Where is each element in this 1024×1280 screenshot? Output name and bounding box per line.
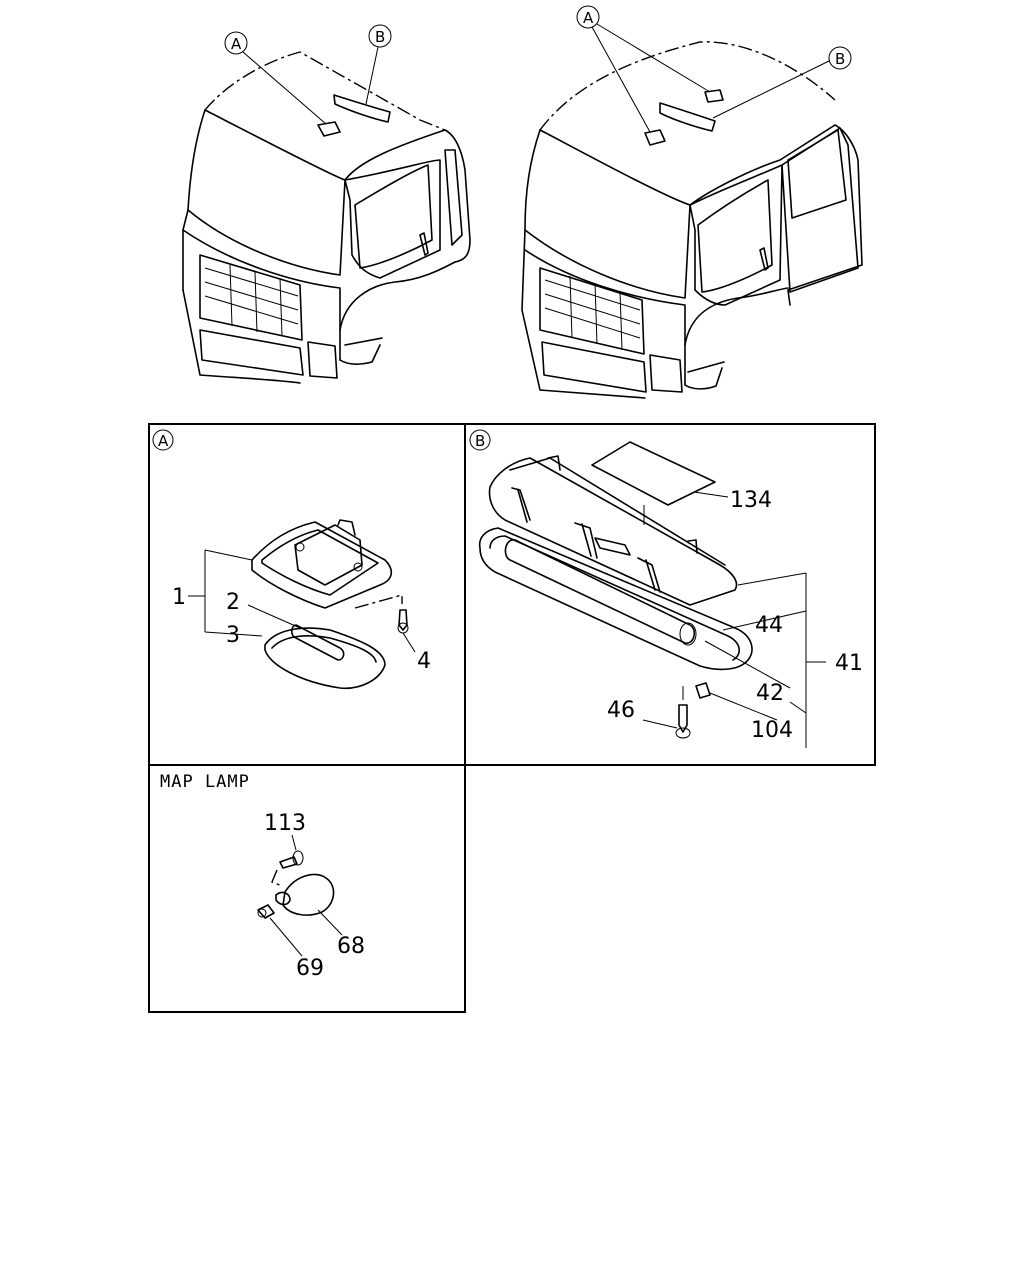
cab-illustration-right: A B [521,5,863,399]
part-number-104: 104 [751,718,793,743]
cab-illustration-left: A B [182,24,471,384]
part-number-113: 113 [264,811,306,836]
map-lamp-title: MAP LAMP [160,772,250,792]
part-number-2: 2 [226,590,240,615]
part-number-134: 134 [730,488,772,513]
label-plate-134 [591,441,716,506]
part-number-3: 3 [226,623,240,648]
screw-4 [398,609,408,631]
map-lamp-bulb [257,904,275,919]
dome-lamp-bulb [291,624,345,661]
panel-b-room-lamp: B 134 44 41 42 46 1 [464,423,876,766]
panel-a-dome-lamp: A 1 2 3 4 [148,423,466,766]
part-number-1: 1 [172,585,186,610]
part-number-4: 4 [417,649,431,674]
room-lamp-housing [488,457,738,606]
room-lamp-lens [478,527,753,671]
map-lamp-body [282,873,335,916]
part-number-42: 42 [756,681,784,706]
panel-map-lamp: MAP LAMP 113 68 69 [148,764,466,1013]
clip-104 [695,682,711,699]
dome-lamp-housing [251,521,393,609]
callout-b-right: B [835,50,845,68]
panel-b-letter: B [475,432,485,450]
callout-a-right: A [583,9,594,27]
dome-lamp-lens [264,627,386,690]
fluorescent-tube-42 [504,539,696,644]
part-number-41: 41 [835,651,863,676]
callout-b-left: B [375,28,385,46]
panel-a-letter: A [158,432,169,450]
part-number-46: 46 [607,698,635,723]
part-number-68: 68 [337,934,365,959]
screw-113 [279,856,298,869]
callout-a-left: A [231,35,242,53]
part-number-44: 44 [755,613,783,638]
part-number-69: 69 [296,956,324,981]
